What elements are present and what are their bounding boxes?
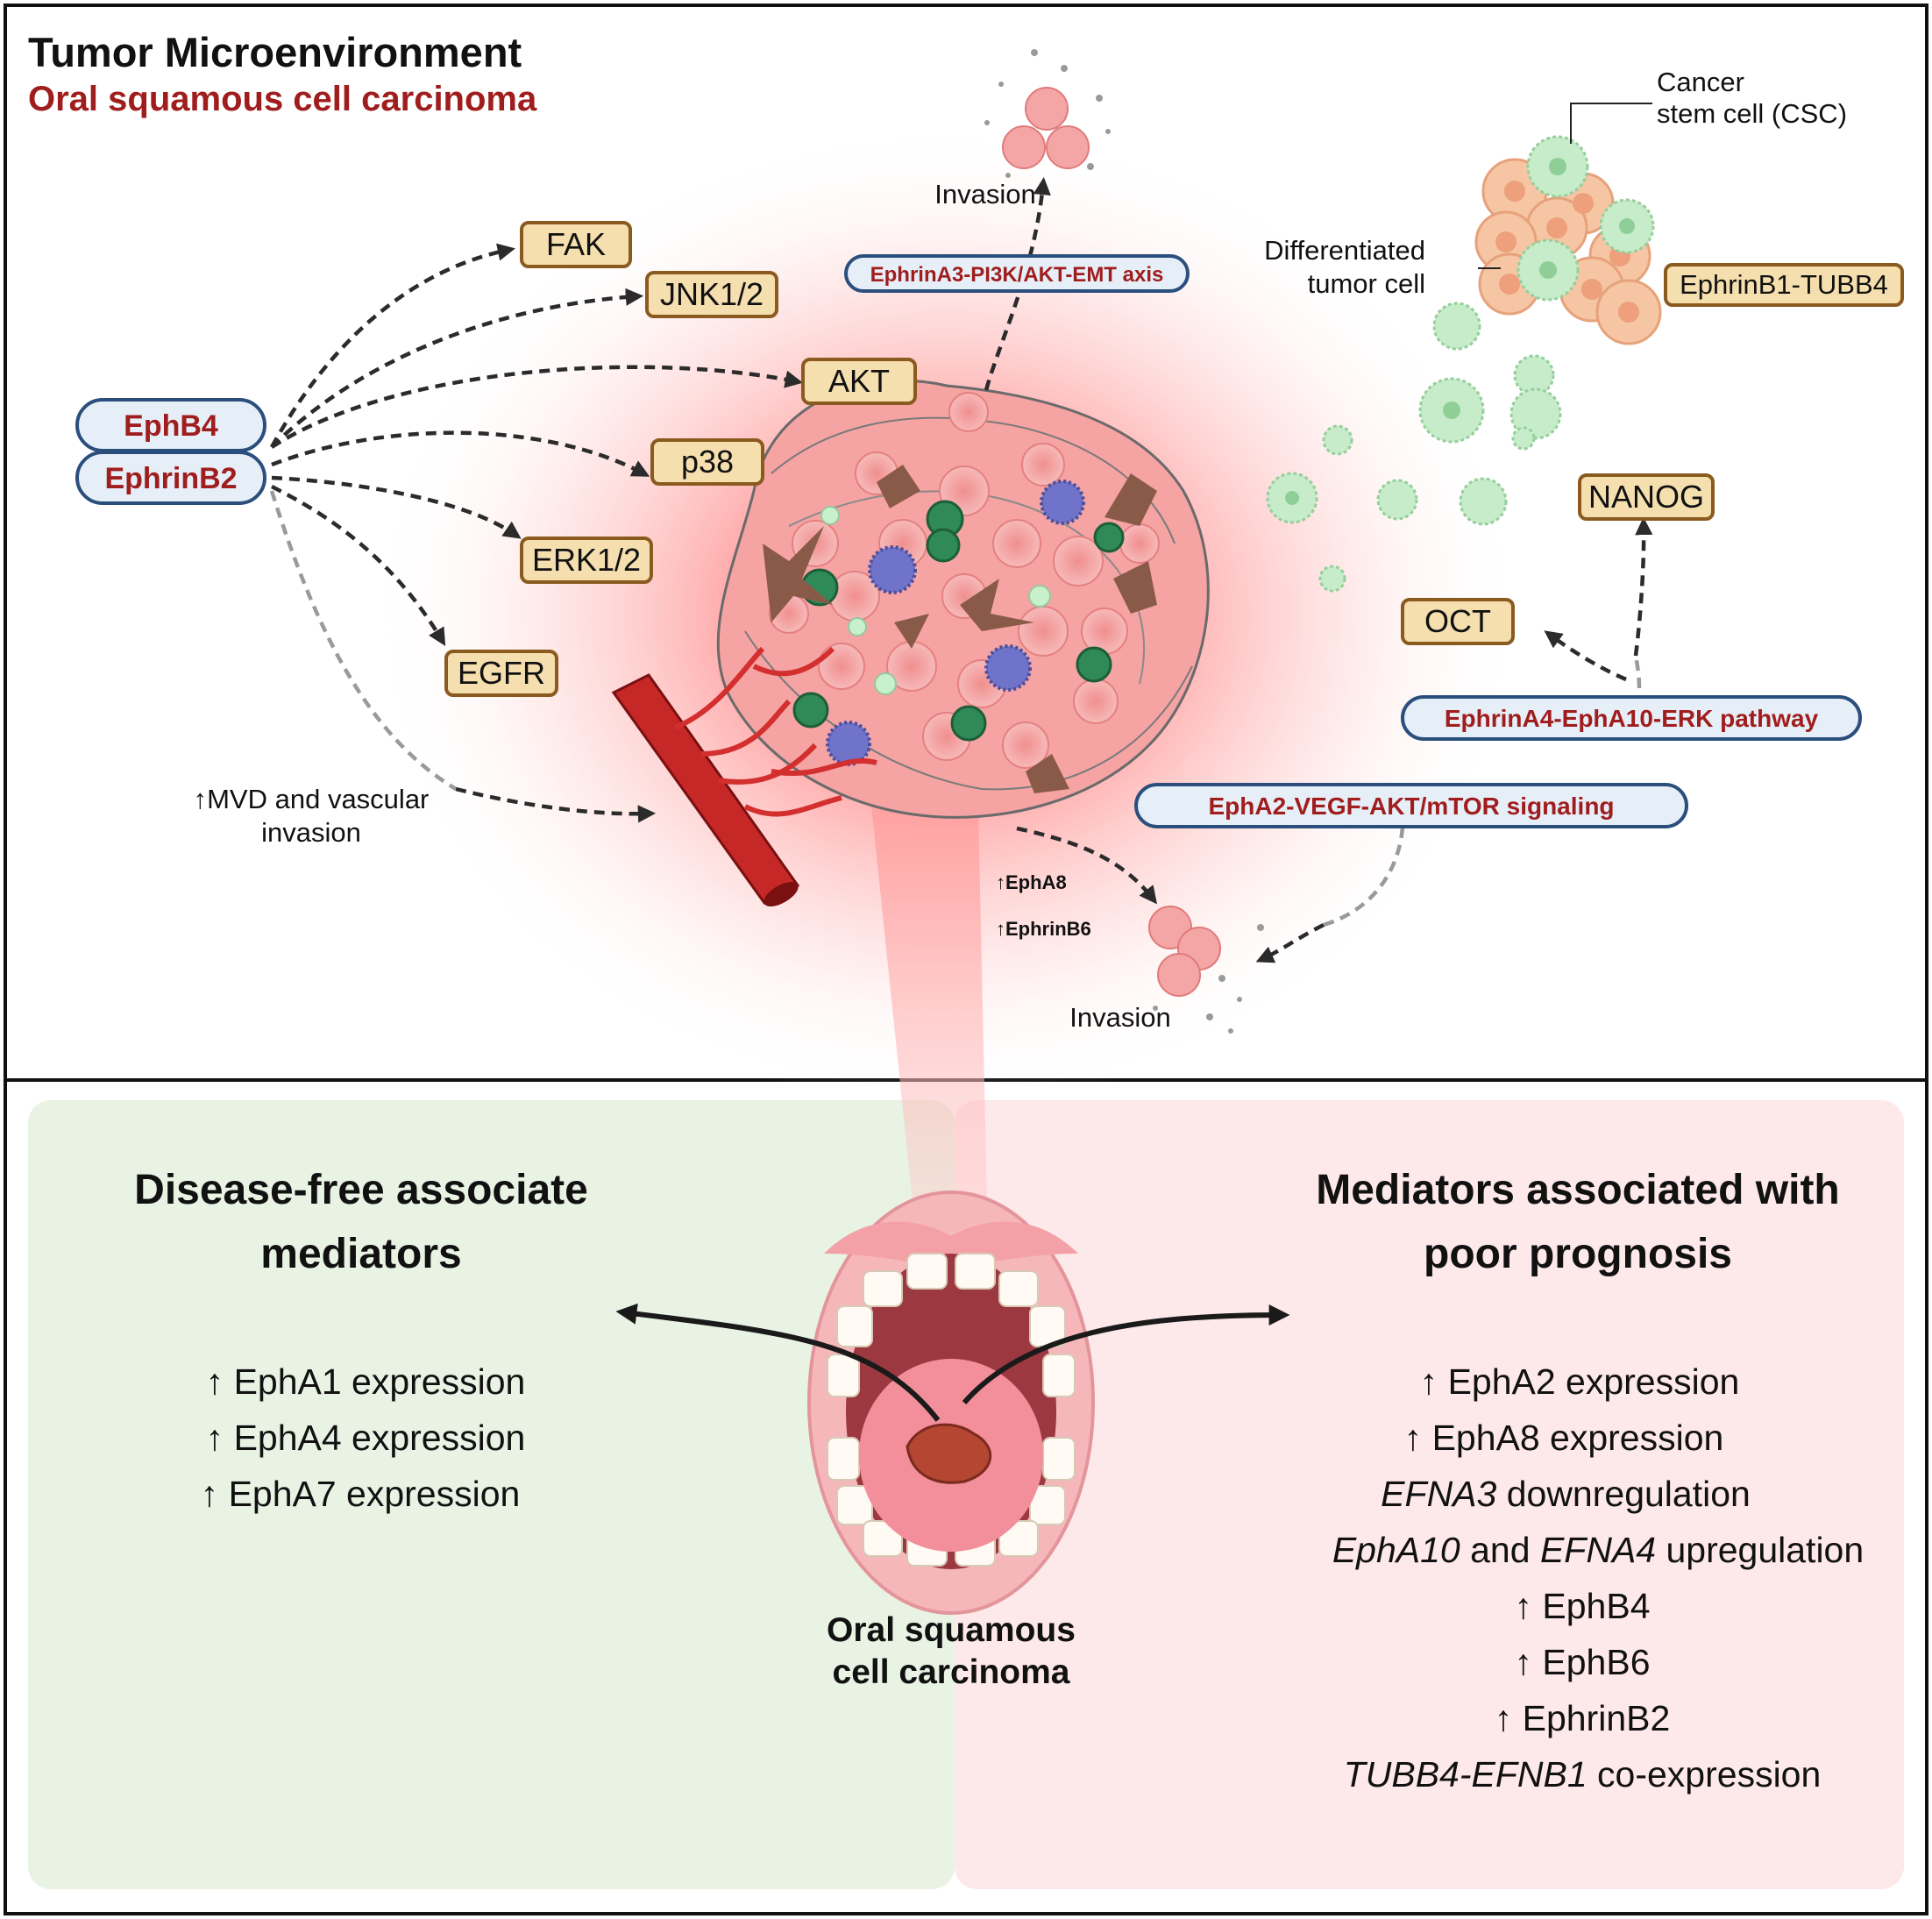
erk-label: ERK1/2 [532,542,641,578]
mouth-illustration [807,1190,1095,1615]
disease-free-panel [28,1100,955,1889]
oct-label: OCT [1424,603,1491,639]
jnk-box [645,271,778,318]
right-item-1: ↑ EphA2 expression [1420,1361,1740,1402]
oscc-label-line1: Oral squamous [827,1611,1076,1649]
p38-box [650,438,764,486]
invasion-cluster-bottom [1148,906,1264,1034]
egfr-label: EGFR [458,655,545,691]
right-item-4-italic-1: EphA10 [1332,1530,1460,1570]
nanog-label: NANOG [1588,479,1704,515]
nanog-box [1578,473,1715,521]
akt-label: AKT [828,363,890,399]
left-item-1: ↑ EphA1 expression [206,1361,526,1402]
right-heading-line1: Mediators associated with [1316,1167,1840,1213]
epha2-pill [1134,783,1688,828]
diff-label-line2: tumor cell [1308,268,1425,299]
jnk-label: JNK1/2 [660,276,764,312]
ephrina4-label: EphrinA4-EphA10-ERK pathway [1445,705,1819,732]
ephrinb2-label: EphrinB2 [104,462,237,495]
diff-label-line1: Differentiated [1264,235,1425,266]
akt-box [801,358,917,405]
ephrinb6-label: ↑EphrinB6 [996,918,1091,940]
right-item-8: TUBB4-EFNB1 co-expression [1344,1754,1822,1795]
ephrinb1-box [1664,263,1904,307]
right-item-3-rest: downregulation [1496,1474,1750,1514]
right-item-4-mid: and [1460,1530,1540,1570]
egfr-box [444,650,558,697]
invasion-top-label: Invasion [934,179,1035,210]
left-heading-line1: Disease-free associate [134,1167,588,1213]
invasion-bottom-label: Invasion [1069,1002,1170,1033]
signaling-arrows [269,176,1653,963]
fak-box [520,221,632,268]
epha8-label: ↑EphA8 [996,871,1067,893]
ephb4-label: EphB4 [124,409,218,443]
poor-prognosis-panel [955,1100,1904,1889]
left-item-3: ↑ EphA7 expression [201,1474,521,1514]
right-item-3: EFNA3 downregulation [1381,1474,1751,1514]
left-item-2: ↑ EphA4 expression [206,1418,526,1458]
right-heading-line2: poor prognosis [1424,1231,1732,1277]
right-item-5: ↑ EphB4 [1515,1586,1651,1626]
right-item-8-rest: co-expression [1588,1754,1822,1795]
right-item-2: ↑ EphA8 expression [1404,1418,1724,1458]
erk-box [520,537,653,584]
ephrina3-label: EphrinA3-PI3K/AKT-EMT axis [870,263,1164,287]
mouth-arrows [615,1303,1290,1422]
invasion-cluster-top [984,49,1111,178]
main-subtitle: Oral squamous cell carcinoma [28,80,537,118]
mvd-label-line1: ↑MVD and vascular [194,784,430,814]
oct-box [1401,598,1515,645]
fak-label: FAK [546,226,606,262]
ephrina3-pill [844,254,1190,293]
right-item-8-italic: TUBB4-EFNB1 [1344,1754,1588,1795]
blood-vessel [611,646,877,906]
epha2-label: EphA2-VEGF-AKT/mTOR signaling [1208,792,1614,820]
tumor-mass [716,379,1210,819]
right-item-3-italic: EFNA3 [1381,1474,1496,1514]
right-item-4-italic-2: EFNA4 [1540,1530,1656,1570]
left-heading-line2: mediators [260,1231,461,1277]
right-item-4-rest: upregulation [1656,1530,1864,1570]
csc-label-line1: Cancer [1657,67,1744,97]
oscc-label-line2: cell carcinoma [833,1653,1070,1691]
right-item-4: EphA10 and EFNA4 upregulation [1332,1530,1864,1570]
p38-label: p38 [681,444,734,480]
cancer-stem-cell-cluster [1266,103,1662,593]
ephrinb2-pill [75,451,266,505]
right-item-7: ↑ EphrinB2 [1495,1698,1671,1738]
ephrinb1-label: EphrinB1-TUBB4 [1680,269,1888,300]
main-title: Tumor Microenvironment [28,29,522,75]
right-item-6: ↑ EphB6 [1515,1642,1651,1682]
mvd-label-line2: invasion [261,817,361,848]
ephrina4-pill [1401,695,1862,741]
csc-label-line2: stem cell (CSC) [1657,98,1847,129]
